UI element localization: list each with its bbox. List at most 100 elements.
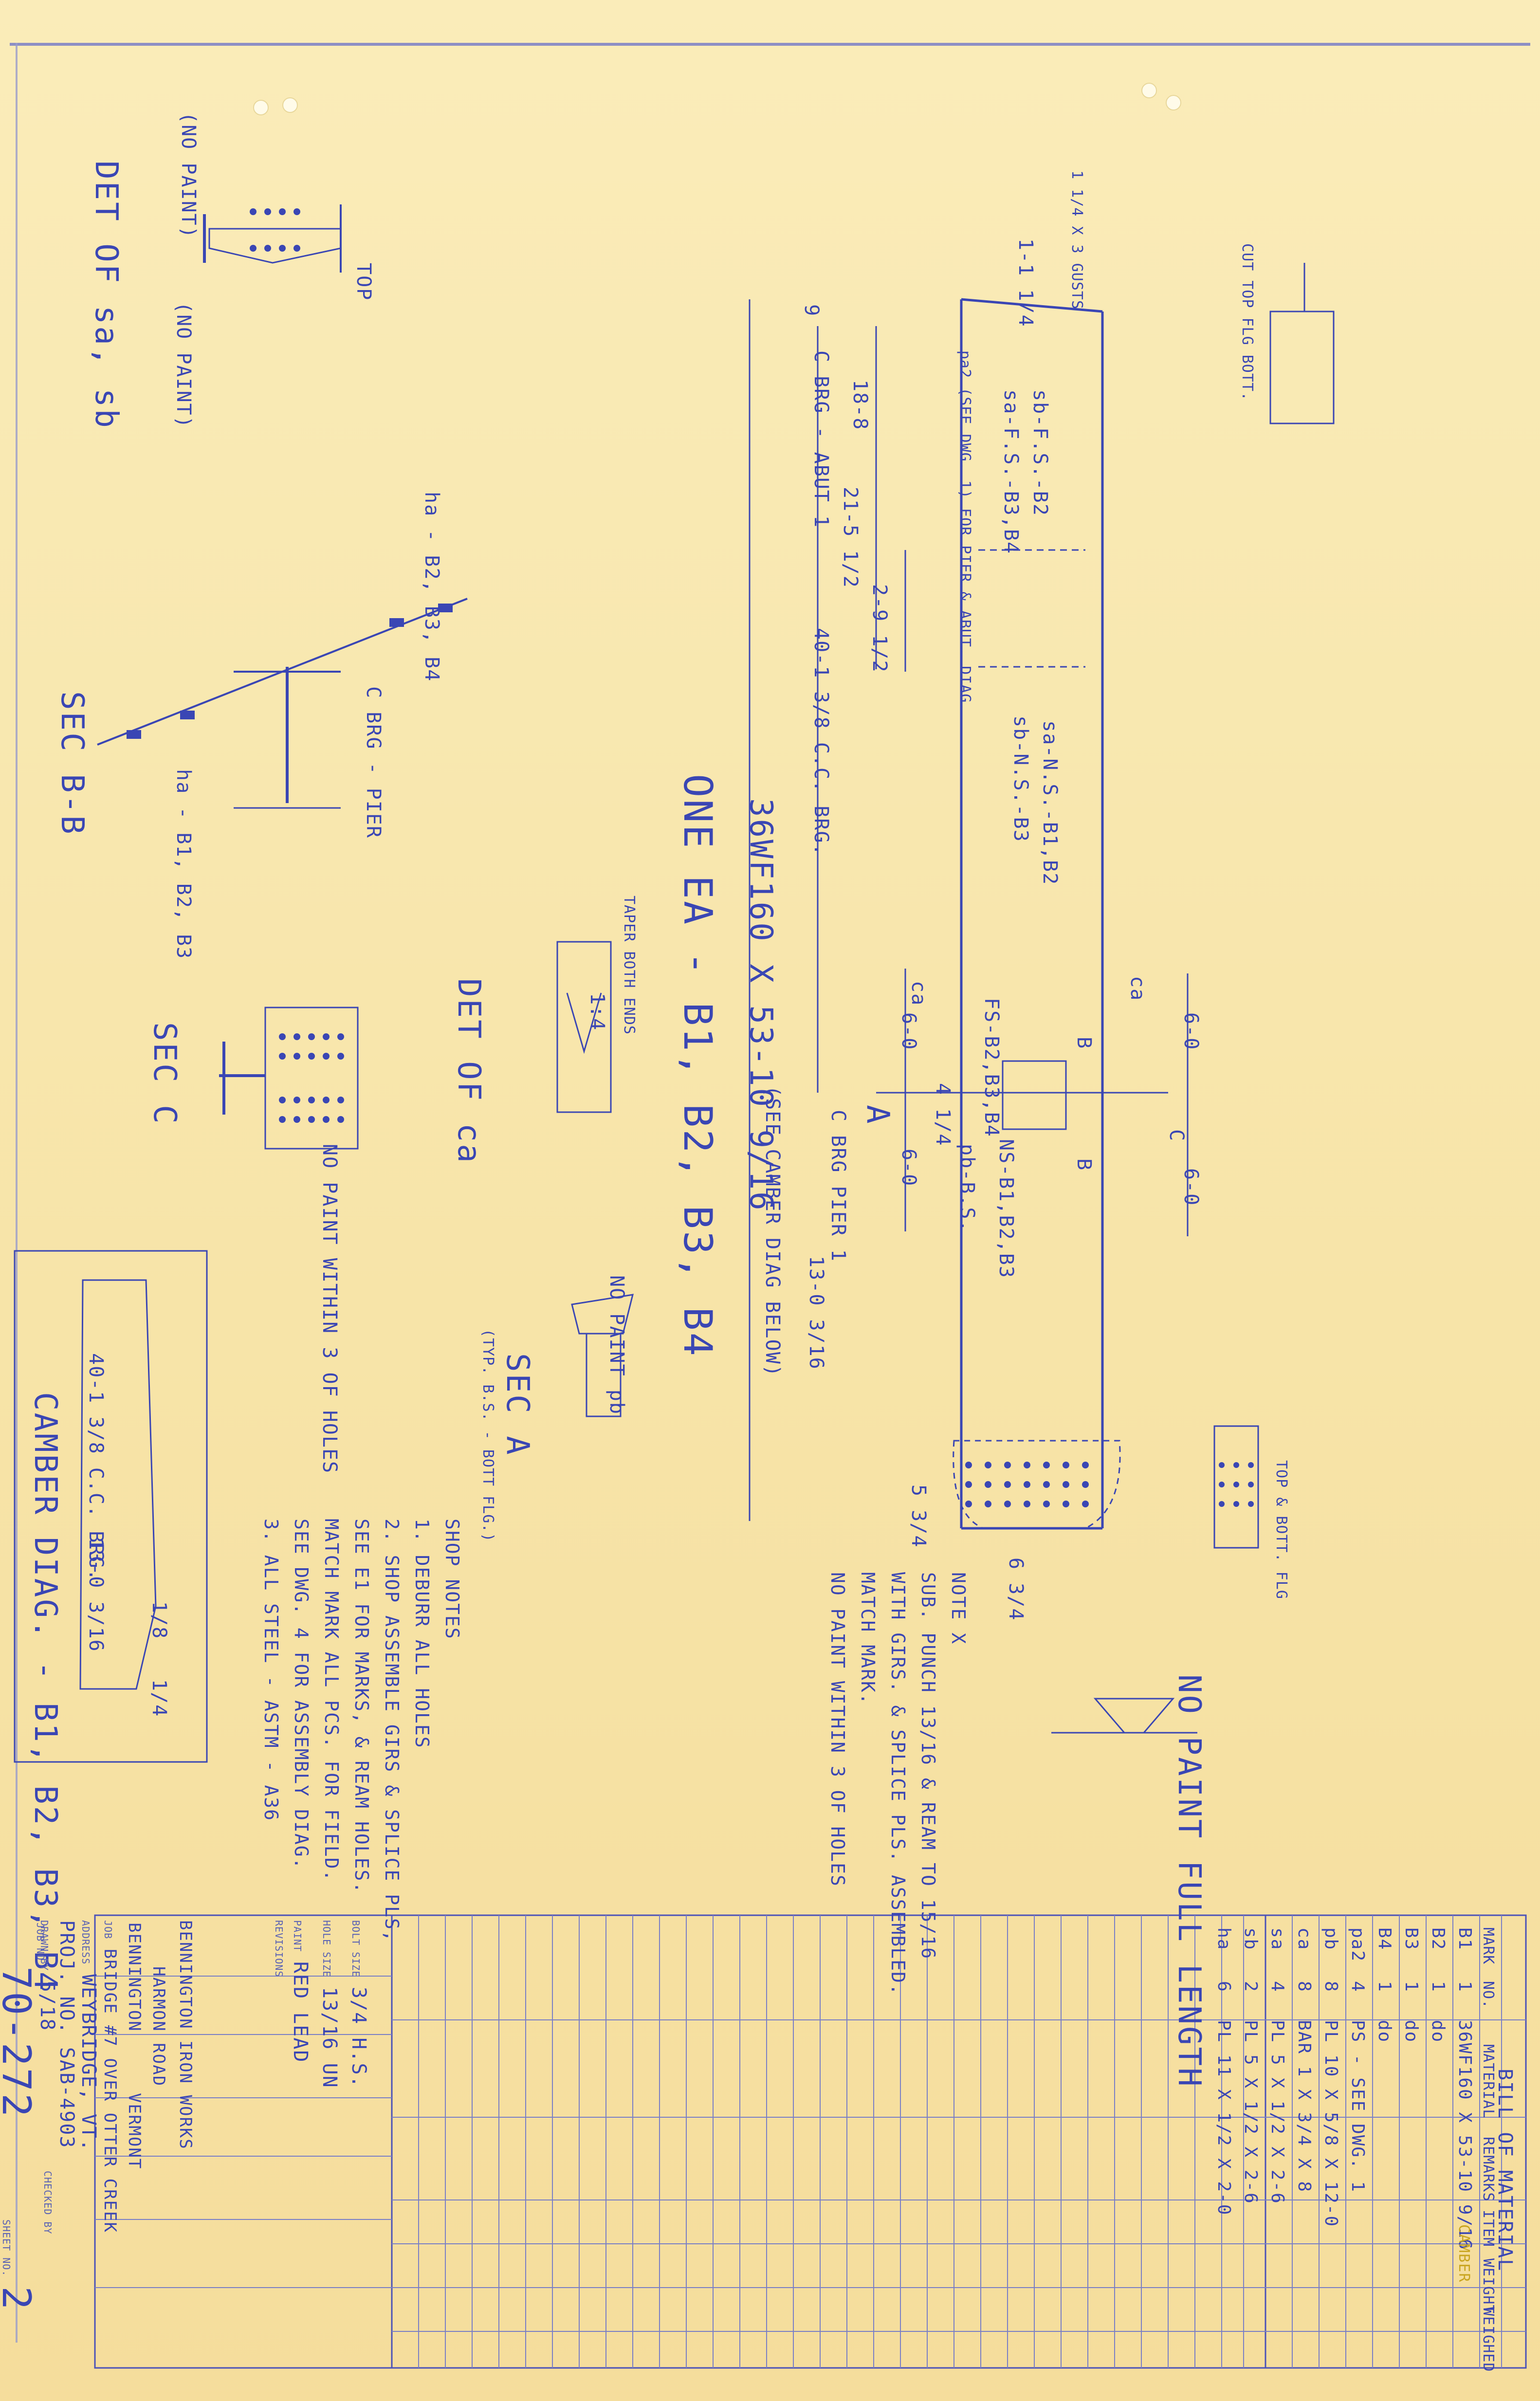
splice-label: ca <box>1126 976 1149 1002</box>
bom-col-remarks: REMARKS <box>1480 2137 1497 2202</box>
note-x-line: SUB. PUNCH 13/16 & REAM TO 15/16 <box>917 1572 939 1960</box>
camber-title: CAMBER DIAG. - B1, B2, B3, B4 <box>27 1392 63 1993</box>
bom-row: B21do <box>1428 1927 1448 2043</box>
main-member-title: ONE EA - B1, B2, B3, B4 <box>675 774 720 1358</box>
title-block-paint: PAINT RED LEAD <box>289 1920 312 2063</box>
dimension: 21-5 1/2 <box>839 487 862 588</box>
sheet-number: 2 <box>0 2286 39 2311</box>
binder-hole <box>1141 83 1157 98</box>
bom-row: B31do <box>1401 1927 1421 2043</box>
bom-row: sa4PL 5 X 1/2 X 2-6 <box>1267 1927 1287 2204</box>
bom-heading: BILL OF MATERIAL <box>1494 2069 1516 2272</box>
top-bott-label: TOP & BOTT. FLG <box>1273 1460 1290 1599</box>
project-number: PROJ. NO. SAB-4903 <box>55 1920 78 2149</box>
hole-size: 13/16 UN <box>318 1987 341 2089</box>
splice-label: sb-F.S.-B2 <box>1029 389 1051 516</box>
bearing-pier: C BRG PIER 1 <box>827 1110 849 1262</box>
section-mark: A <box>860 1105 896 1126</box>
dimension: 5 3/4 <box>907 1485 930 1548</box>
note-x-line: WITH GIRS. & SPLICE PLS. ASSEMBLED. <box>887 1572 909 1996</box>
dimension: 6-0 <box>898 1012 920 1051</box>
title-block-job: JOB BRIDGE #7 OVER OTTER CREEK <box>100 1920 120 2233</box>
shop-note-line: 2. SHOP ASSEMBLE GIRS & SPLICE PLS, <box>381 1519 403 1943</box>
shop-note-line: MATCH MARK ALL PCS. FOR FIELD. <box>321 1519 342 1882</box>
job-name: BRIDGE #7 OVER OTTER CREEK <box>100 1948 120 2233</box>
dimension: 4 1/4 <box>932 1083 954 1147</box>
title-block-bolt: BOLT SIZE 3/4 H.S. <box>348 1920 370 2089</box>
shop-note-line: SEE E1 FOR MARKS, & REAM HOLES. <box>351 1519 372 1894</box>
title-block-address: HARMON ROAD <box>145 1966 173 2087</box>
bolt-size: 3/4 H.S. <box>348 1987 370 2089</box>
dimension: 6-0 <box>1180 1012 1202 1051</box>
bom-col-mark: MARK <box>1480 1927 1497 1965</box>
sheet-top-border <box>10 43 1530 46</box>
dimension: 6-0 <box>1180 1168 1202 1207</box>
note-x: NOTE X SUB. PUNCH 13/16 & REAM TO 15/16 … <box>823 1572 973 1996</box>
paint-spec: RED LEAD <box>289 1961 312 2063</box>
ha-label: ha - B2, B3, B4 <box>421 492 443 682</box>
top-label: TOP <box>352 263 375 301</box>
note-x-line: MATCH MARK. <box>857 1572 879 1705</box>
c-brg-pier-label: C BRG - PIER <box>362 686 385 839</box>
company-name: BENNINGTON IRON WORKS <box>176 1920 195 2150</box>
no-paint-full-length: NO PAINT FULL LENGTH <box>1171 1674 1207 2089</box>
no-paint-label: (NO PAINT) <box>172 302 195 429</box>
sec-c-title: SEC C <box>147 1022 183 1126</box>
splice-label: FS-B2,B3,B4 <box>980 998 1003 1137</box>
title-block-checked: CHECKED BY <box>42 2171 54 2235</box>
bom-row: B1136WF160 X 53-10 9/16CAMBER <box>1455 1927 1475 2283</box>
dimension: 2-9 1/2 <box>868 584 891 673</box>
bom-col-no: NO. <box>1480 1981 1497 2009</box>
section-mark: B <box>1073 1037 1095 1050</box>
no-paint-label: (NO PAINT) <box>177 112 200 239</box>
dimension: 6-0 <box>898 1149 920 1187</box>
splice-label: sb-N.S.-B3 <box>1009 715 1032 843</box>
sec-bb-title: SEC B-B <box>54 691 90 836</box>
shop-notes-title: SHOP NOTES <box>441 1519 463 1640</box>
bom-row: sb2PL 5 X 1/2 X 2-6 <box>1241 1927 1261 2204</box>
company-state: VERMONT <box>125 2093 144 2170</box>
dimension: 1-1 1/4 <box>1014 238 1037 328</box>
sheet-left-border <box>16 43 18 2343</box>
camber-offset: 13-0 3/16 <box>85 1538 107 1652</box>
bom-row: pa24PS - SEE DWG. 1 <box>1348 1927 1368 2193</box>
title-block-location: ADDRESS WEYBRIDGE, VT. <box>77 1920 100 2152</box>
splice-label: sa-N.S.-B1,B2 <box>1039 720 1061 886</box>
title-block-jobno-value: 70-272 <box>0 1966 39 2119</box>
title-block-state: VERMONT <box>120 2093 148 2169</box>
det-sa-sb-title: DET OF sa, sb <box>88 161 124 430</box>
title-block-city: BENNINGTON <box>120 1923 148 2032</box>
title-block-company: BENNINGTON IRON WORKS <box>171 1920 200 2150</box>
gusset-note: 1 1/4 X 3 GUSTS <box>1068 170 1085 310</box>
camber-rise: 1/4 <box>148 1679 170 1718</box>
binder-hole <box>253 100 269 115</box>
camber-rise: 1/8 <box>148 1601 170 1640</box>
bom-row: B41do <box>1375 1927 1394 2043</box>
binder-hole <box>1166 95 1181 110</box>
bom-row: ha6PL 11 X 1/2 X 2-0 <box>1214 1927 1234 2216</box>
slope-label: 1:4 <box>586 993 608 1031</box>
no-paint-pb-label: NO PAINT pb <box>605 1275 628 1415</box>
bom-col-weight: WEIGHT <box>1480 2258 1497 2314</box>
pa2-note: pa2 (SEE DWG. 1) FOR PIER & ABUT. DIAG. <box>956 350 973 713</box>
camber-note: (SEE CAMBER DIAG BELOW) <box>761 1085 784 1377</box>
job-location: WEYBRIDGE, VT. <box>77 1974 100 2152</box>
right-length-dim: 13-0 3/16 <box>805 1256 827 1370</box>
title-block-jobno: JOB NO. <box>35 1923 46 1967</box>
dimension: 18-8 <box>849 380 871 431</box>
bom-grid <box>95 1915 1526 2368</box>
shop-note-line: 3. ALL STEEL - ASTM - A36 <box>260 1519 282 1821</box>
bom-row: ca8BAR 1 X 3/4 X 8 <box>1294 1927 1314 2193</box>
title-block-hole: HOLE SIZE 13/16 UN <box>318 1920 341 2089</box>
ha-label: ha - B1, B2, B3 <box>172 769 195 960</box>
splice-label: ca <box>907 981 930 1007</box>
dimension: 6 3/4 <box>1005 1558 1027 1621</box>
splice-label: sa-F.S.-B3,B4 <box>1000 389 1022 555</box>
splice-label: NS-B1,B2,B3 <box>995 1139 1017 1279</box>
total-length-dim: 40-1 3/8 C.C. BRG. <box>810 628 832 857</box>
bearing-abut: C BRG - ABUT 1 <box>810 350 832 529</box>
company-city: BENNINGTON <box>125 1923 144 2032</box>
sec-a-subtitle: (TYP. B.S. - BOTT FLG.) <box>479 1329 496 1542</box>
